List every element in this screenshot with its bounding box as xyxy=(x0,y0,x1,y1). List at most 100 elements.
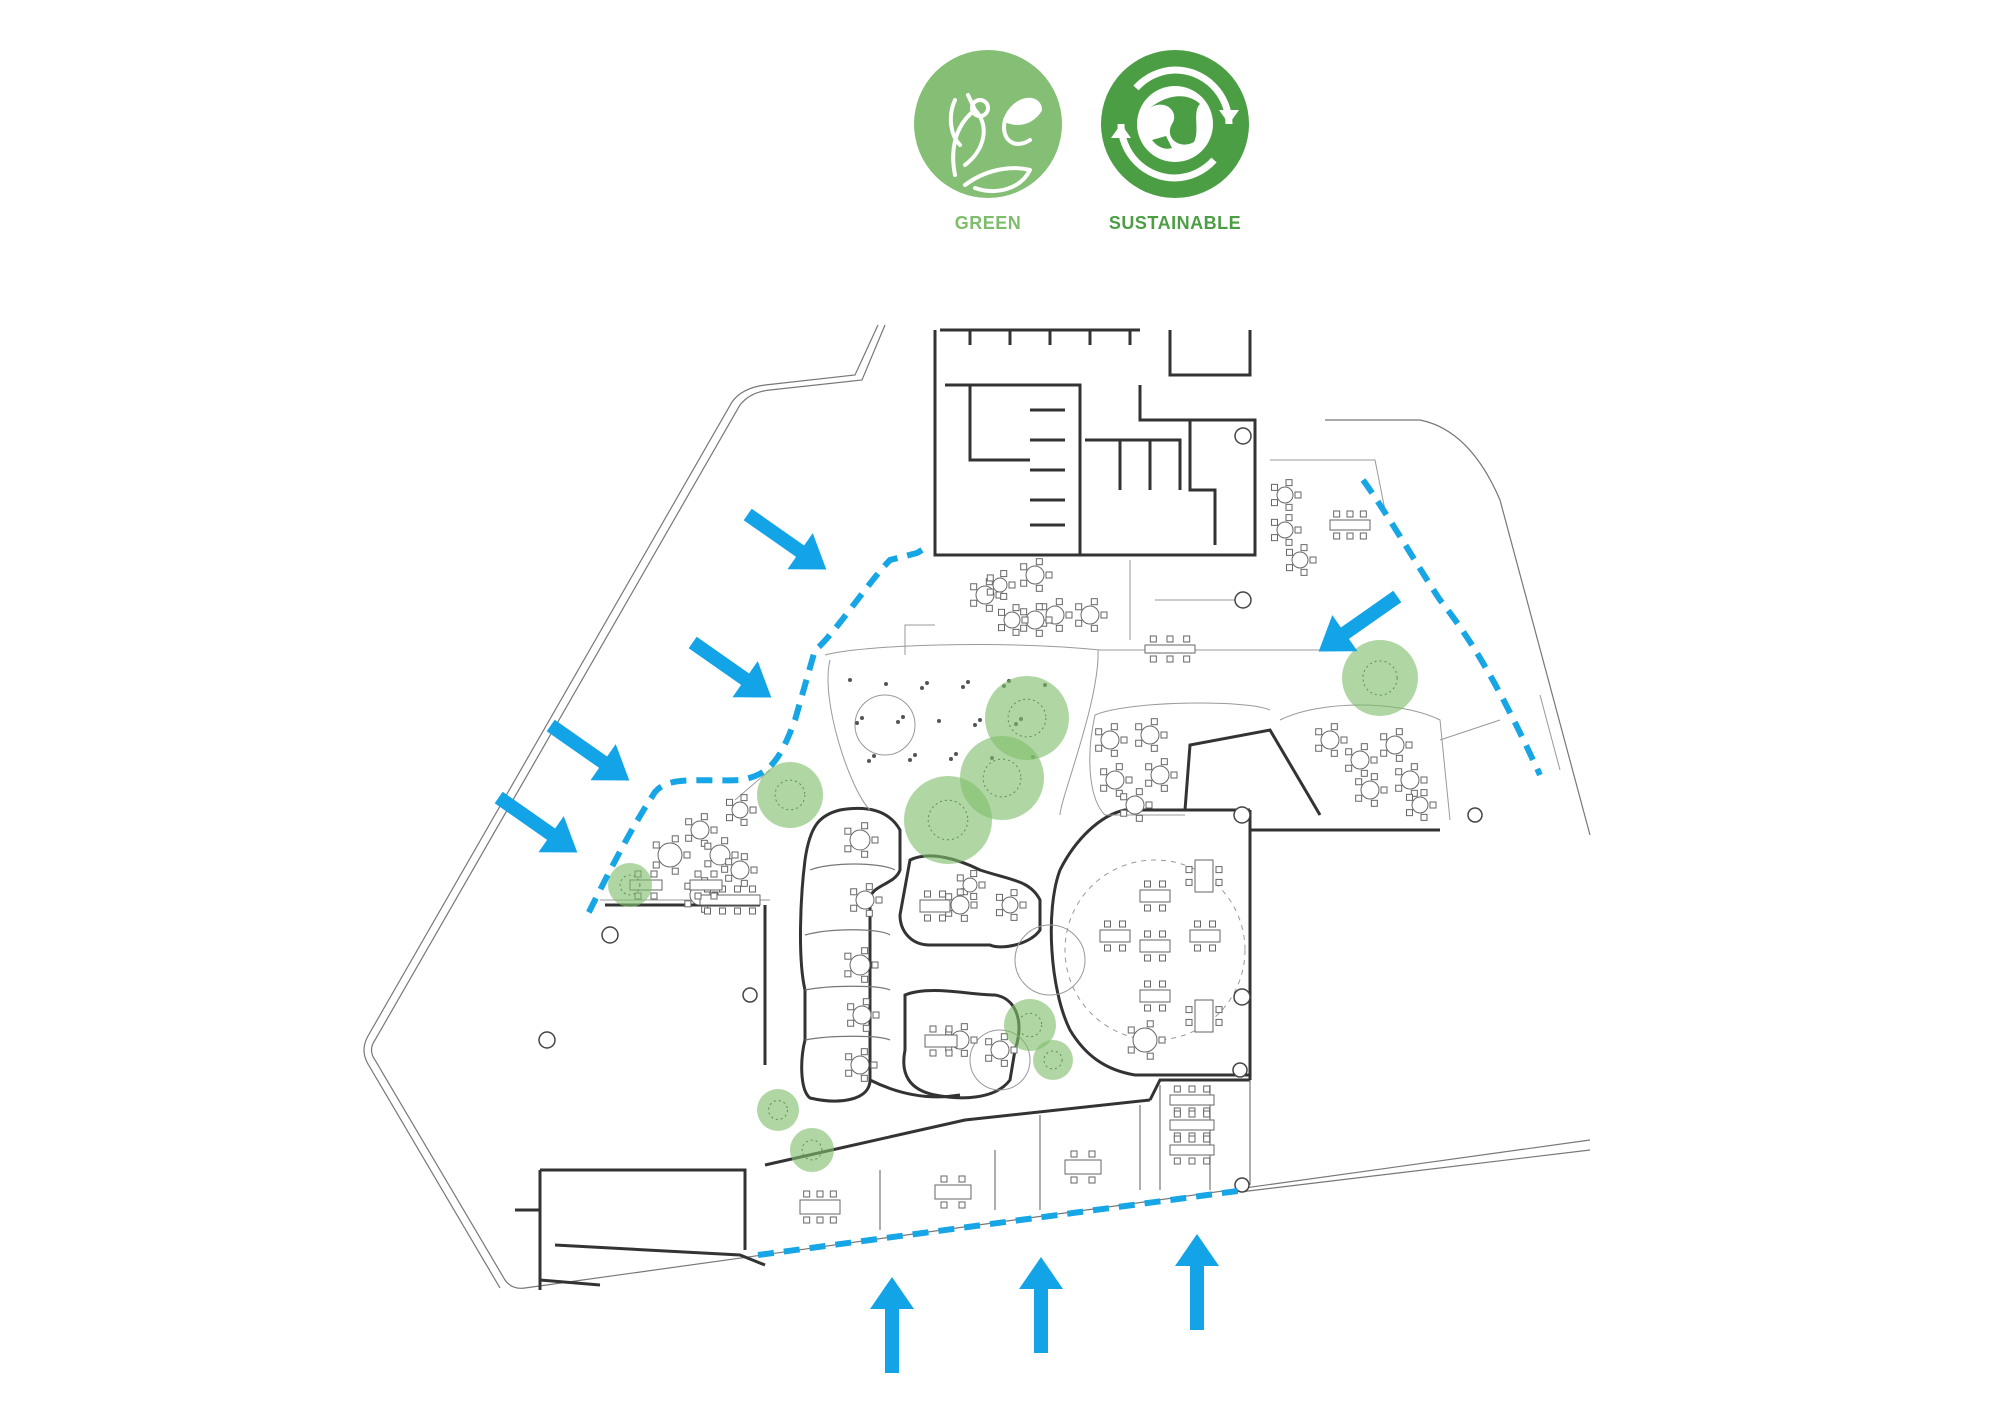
chair xyxy=(845,1069,853,1077)
chair xyxy=(1203,1110,1211,1118)
chair xyxy=(1173,1135,1181,1143)
chair xyxy=(1188,1110,1196,1118)
tree xyxy=(608,863,652,907)
chair xyxy=(1115,763,1123,771)
chair xyxy=(816,1216,824,1224)
round-table xyxy=(855,890,875,910)
chair xyxy=(861,850,869,858)
chair xyxy=(704,842,712,850)
chair xyxy=(704,860,712,868)
chair xyxy=(865,883,873,891)
chair xyxy=(1405,793,1413,801)
chair xyxy=(1300,544,1308,552)
chair xyxy=(1110,749,1118,757)
chair xyxy=(1333,510,1341,518)
tree xyxy=(757,762,823,828)
chair xyxy=(871,836,879,844)
round-table xyxy=(992,577,1008,593)
garden-stool xyxy=(860,716,864,720)
chair xyxy=(1145,801,1153,809)
chair xyxy=(1070,1150,1078,1158)
chair xyxy=(1075,619,1083,627)
chair xyxy=(995,893,1003,901)
rect-table xyxy=(1169,1094,1215,1106)
chair xyxy=(1020,624,1028,632)
chair xyxy=(1333,532,1341,540)
chair xyxy=(803,1190,811,1198)
chair xyxy=(749,885,756,893)
chair xyxy=(671,835,679,843)
rect-table xyxy=(1144,644,1196,654)
chair xyxy=(1012,628,1020,636)
chair xyxy=(844,952,852,960)
chair xyxy=(862,998,870,1006)
chair xyxy=(1346,532,1354,540)
chair xyxy=(1159,980,1166,988)
chair xyxy=(958,1175,966,1183)
chair xyxy=(1149,635,1157,643)
chair xyxy=(1285,538,1293,546)
chair xyxy=(945,893,953,901)
chair xyxy=(1100,611,1108,619)
chair xyxy=(1315,728,1323,736)
chair xyxy=(1360,743,1368,751)
chair xyxy=(740,794,748,802)
chair xyxy=(929,1049,937,1057)
chair xyxy=(1194,944,1201,952)
tree-canopy-detail xyxy=(768,1100,788,1120)
chair xyxy=(939,914,946,922)
chair xyxy=(1119,944,1126,952)
chair xyxy=(1035,603,1043,611)
chair xyxy=(1104,944,1111,952)
garden-stool xyxy=(855,721,859,725)
chair xyxy=(1215,1018,1223,1026)
round-table xyxy=(1276,521,1294,539)
round-table xyxy=(852,1005,872,1025)
chair xyxy=(671,867,679,875)
chair xyxy=(1395,784,1403,792)
chair xyxy=(1420,813,1428,821)
round-table xyxy=(1125,795,1145,815)
chair xyxy=(1160,758,1168,766)
chair xyxy=(940,1201,948,1209)
garden-stool xyxy=(908,758,912,762)
site-outline xyxy=(363,324,1591,1289)
chair xyxy=(1088,1176,1096,1184)
chair xyxy=(924,914,931,922)
chair xyxy=(1135,723,1143,731)
chair xyxy=(1035,584,1043,592)
chair xyxy=(844,827,852,835)
wind-arrow xyxy=(743,508,827,570)
chair xyxy=(1370,799,1378,807)
chair xyxy=(1104,920,1111,928)
chair xyxy=(1188,1135,1196,1143)
chair xyxy=(939,890,946,898)
chair xyxy=(871,961,879,969)
tree xyxy=(757,1089,799,1131)
facade-boundary xyxy=(582,478,1543,1258)
chair xyxy=(1000,1059,1008,1067)
chair xyxy=(970,583,978,591)
garden-stool xyxy=(973,723,977,727)
chair xyxy=(725,798,733,806)
chair xyxy=(850,904,858,912)
tree xyxy=(1033,1040,1073,1080)
chair xyxy=(861,947,869,955)
garden-stool xyxy=(884,682,888,686)
chair xyxy=(1183,655,1191,663)
chair xyxy=(1127,1046,1135,1054)
garden-stool xyxy=(949,757,953,761)
chair xyxy=(945,1025,953,1033)
chair xyxy=(1285,514,1293,522)
chair xyxy=(1110,723,1118,731)
chair xyxy=(875,896,883,904)
round-table xyxy=(730,860,750,880)
chair xyxy=(652,841,660,849)
round-table xyxy=(1080,605,1100,625)
chair xyxy=(829,1190,837,1198)
chair xyxy=(1203,1085,1211,1093)
round-table xyxy=(1100,730,1120,750)
rect-table xyxy=(1169,1144,1215,1156)
chair xyxy=(1395,754,1403,762)
